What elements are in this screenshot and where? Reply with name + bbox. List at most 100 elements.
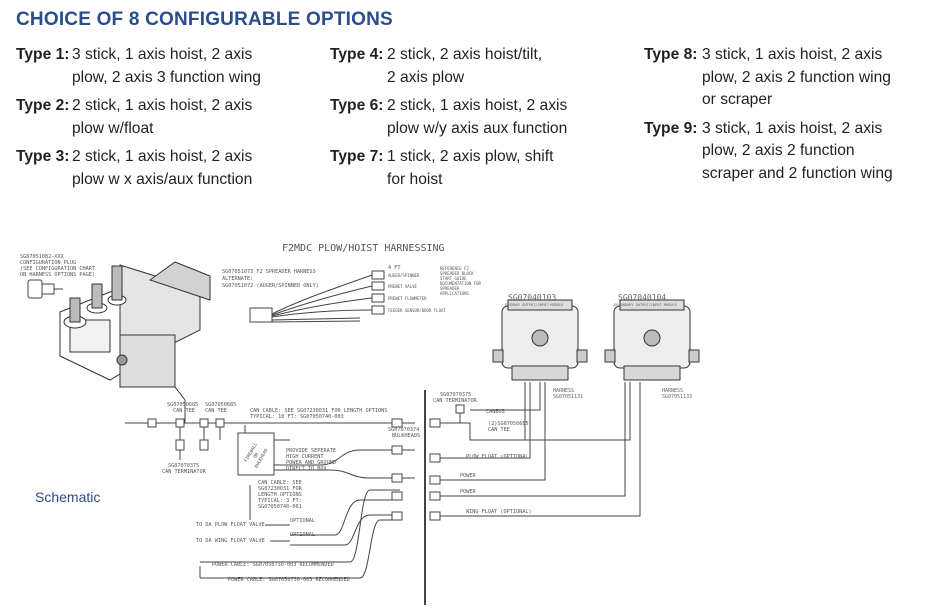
can-tee-part: SG07050685 — [167, 402, 198, 408]
reference-note: SPREADER — [440, 286, 460, 291]
bulkheads-part: SG07070374 — [388, 427, 419, 433]
power-cable-2: POWER CABLE: SG07050730-003 RECOMMENDED — [228, 577, 350, 583]
canbus-label: CANBUS — [486, 409, 505, 415]
da-wing-label: TO DA WING FLOAT VALVE — [196, 538, 265, 544]
can-tee-label: CAN TEE — [205, 408, 227, 414]
option-type-label: Type 3: — [16, 148, 70, 165]
config-plug-part: SG07051082-XXX — [20, 254, 65, 260]
secondary-harness-label: HARNESS — [662, 388, 683, 394]
option-description: 2 stick, 2 axis hoist/tilt, 2 axis plow — [387, 46, 543, 86]
provide-note: POWER AND GROUND — [286, 460, 336, 466]
joystick-console-icon — [59, 261, 211, 401]
firewall-label: OR — [252, 452, 260, 460]
output-feeder-sensor: FEEDER SENSOR/DOOR FLOAT — [388, 308, 446, 313]
secondary-module-part: SG07040104 — [618, 293, 666, 302]
output-prewet-flowmeter: PREWET FLOWMETER — [388, 296, 427, 301]
wing-float-label: WING FLOAT (OPTIONAL) — [466, 509, 532, 515]
option-type-label: Type 4: — [330, 46, 384, 63]
provide-note: HIGH CURRENT — [286, 454, 323, 460]
option-type-1: Type 1: 3 stick, 1 axis hoist, 2 axis pl… — [16, 44, 261, 89]
option-type-8: Type 8: 3 stick, 1 axis hoist, 2 axis pl… — [644, 44, 893, 112]
primary-module-part: SG07040103 — [508, 293, 556, 302]
secondary-harness-part: SG07051133 — [662, 394, 692, 400]
can-cable-2-note: TYPICAL: 3 FT: — [258, 498, 302, 504]
can-cable-2-note: CAN CABLE: SEE — [258, 480, 302, 486]
reference-note: START GUIDE — [440, 276, 467, 281]
secondary-module-labels: SG07040104 SECONDARY OUTPUT/INPUT MODULE… — [614, 293, 692, 400]
option-type-label: Type 8: — [644, 46, 698, 63]
config-plug-note: ON HARNESS OPTIONS PAGE) — [20, 272, 95, 278]
spreader-harness-wires — [249, 270, 385, 323]
option-type-7: Type 7: 1 stick, 2 axis plow, shift for … — [330, 146, 567, 191]
provide-note: PROVIDE SEPERATE — [286, 448, 336, 454]
can-cable-note: CAN CABLE: SEE SG07230031 FOR LENGTH OPT… — [250, 408, 387, 414]
option-description: 2 stick, 1 axis hoist, 2 axis plow w/y a… — [387, 97, 568, 137]
option-type-label: Type 7: — [330, 148, 384, 165]
terminator-part: SG07070375 — [168, 463, 199, 469]
terminator-right-label: CAN TERMINATOR — [433, 398, 478, 404]
primary-harness-part: SG07051131 — [553, 394, 583, 400]
option-description: 3 stick, 1 axis hoist, 2 axis plow, 2 ax… — [702, 119, 893, 182]
terminator-label: CAN TERMINATOR — [162, 469, 207, 475]
spreader-output-labels: AUGER/SPINNER PREWET VALVE PREWET FLOWME… — [388, 266, 482, 313]
reference-note: DOCUMENTATION FOR — [440, 281, 482, 286]
plow-float-label: PLOW FLOAT (OPTIONAL) — [466, 454, 532, 460]
option-type-label: Type 9: — [644, 119, 698, 137]
can-cable-note: TYPICAL: 10 FT: SG07050740-003 — [250, 414, 344, 420]
terminator-right-part: SG07070375 — [440, 392, 471, 398]
config-plug-labels: SG07051082-XXX CONFIGURATION PLUG (SEE C… — [20, 254, 95, 278]
secondary-module-icon — [604, 299, 700, 381]
option-type-4: Type 4: 2 stick, 2 axis hoist/tilt, 2 ax… — [330, 44, 567, 89]
page-heading: CHOICE OF 8 CONFIGURABLE OPTIONS — [16, 9, 393, 30]
can-tee-part: SG07050685 — [205, 402, 236, 408]
options-column-2: Type 4: 2 stick, 2 axis hoist/tilt, 2 ax… — [330, 44, 567, 197]
option-type-label: Type 6: — [330, 97, 384, 114]
provide-power-note: PROVIDE SEPERATE HIGH CURRENT POWER AND … — [196, 448, 350, 583]
can-tee-labels: SG07050685 CAN TEE SG07050685 CAN TEE SG… — [162, 392, 529, 475]
spreader-harness-part: SG07051073 F2 SPREADER HARNESS — [222, 269, 316, 275]
can-tee-right-label: CAN TEE — [488, 427, 510, 433]
option-description: 1 stick, 2 axis plow, shift for hoist — [387, 148, 554, 188]
can-cable-2-note: SG07050740-001 — [258, 504, 302, 510]
options-column-1: Type 1: 3 stick, 1 axis hoist, 2 axis pl… — [16, 44, 261, 197]
option-description: 3 stick, 1 axis hoist, 2 axis plow, 2 ax… — [702, 46, 891, 108]
option-type-label: Type 1: — [16, 46, 70, 63]
option-type-label: Type 2: — [16, 97, 70, 114]
config-plug-name: CONFIGURATION PLUG — [20, 260, 76, 266]
output-auger-spinner: AUGER/SPINNER — [388, 273, 420, 278]
option-type-2: Type 2: 2 stick, 1 axis hoist, 2 axis pl… — [16, 95, 261, 140]
option-type-3: Type 3: 2 stick, 1 axis hoist, 2 axis pl… — [16, 146, 261, 191]
optional-label-1: OPTIONAL — [290, 518, 315, 524]
secondary-module-desc: SECONDARY OUTPUT/INPUT MODULE — [614, 303, 677, 307]
power-label-1: POWER — [460, 473, 476, 479]
spreader-harness-alt: ALTERNATE: — [222, 276, 253, 282]
primary-module-icon — [492, 299, 588, 381]
bulkheads-label: BULKHEADS — [392, 433, 420, 439]
provide-note: DIRECT TO BOX — [286, 466, 327, 472]
primary-module-labels: SG07040103 PRIMARY OUTPUT/INPUT MODULE H… — [505, 293, 583, 400]
reference-note: SPREADER BLOCK — [440, 271, 474, 276]
reference-note: REFERENCE F2 — [440, 266, 469, 271]
options-column-3: Type 8: 3 stick, 1 axis hoist, 2 axis pl… — [644, 44, 893, 191]
spreader-harness-alt-part: SG07051072 (AUGER/SPINNER ONLY) — [222, 283, 319, 289]
optional-label-2: OPTIONAL — [290, 532, 315, 538]
can-wiring — [125, 382, 641, 605]
config-plug-connector-icon — [27, 279, 63, 299]
option-type-9: Type 9: 3 stick, 1 axis hoist, 2 axis pl… — [644, 118, 893, 186]
schematic-caption: Schematic — [35, 489, 101, 505]
power-label-2: POWER — [460, 489, 476, 495]
option-description: 2 stick, 1 axis hoist, 2 axis plow w x a… — [72, 148, 253, 188]
can-tee-right-part: (2)SG07050685 — [488, 421, 529, 427]
da-valve-lines — [199, 524, 290, 578]
config-plug-note: (SEE CONFIGURATION CHART — [20, 266, 95, 272]
harness-length: 4 FT — [388, 265, 401, 271]
primary-module-desc: PRIMARY OUTPUT/INPUT MODULE — [505, 303, 563, 307]
can-cable-2-note: LENGTH OPTIONS — [258, 492, 302, 498]
primary-harness-label: HARNESS — [553, 388, 574, 394]
spreader-harness-labels: SG07051073 F2 SPREADER HARNESS ALTERNATE… — [222, 265, 401, 289]
can-tee-label: CAN TEE — [173, 408, 195, 414]
wire-labels: PLOW FLOAT (OPTIONAL) POWER POWER WING F… — [460, 454, 532, 515]
diagram-title: F2MDC PLOW/HOIST HARNESSING — [282, 243, 445, 254]
da-plow-label: TO DA PLOW FLOAT VALVE — [196, 522, 265, 528]
